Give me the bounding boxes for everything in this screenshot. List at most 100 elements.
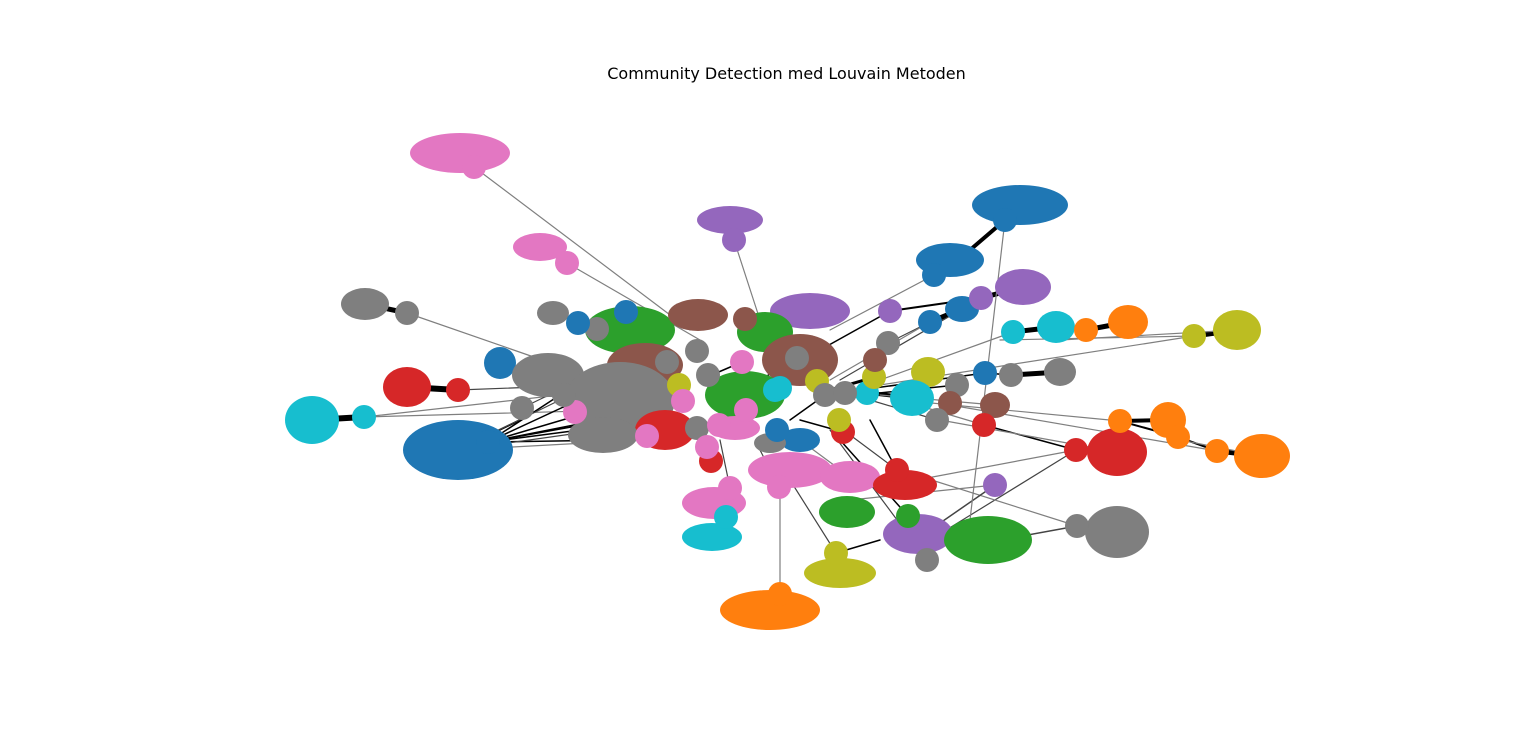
cluster-orange-33: [1234, 434, 1290, 478]
node-brown-33: [863, 348, 887, 372]
node-gray-64: [833, 381, 857, 405]
cluster-cyan-29: [890, 380, 934, 416]
cluster-red-20: [383, 367, 431, 407]
node-gray-44: [685, 416, 709, 440]
node-orange-7: [1074, 318, 1098, 342]
nodes-layer: [352, 155, 1229, 606]
node-blue-26: [476, 430, 500, 454]
edge-53: [899, 399, 1121, 422]
cluster-gray-28: [1044, 358, 1076, 386]
cluster-red-32: [1087, 428, 1147, 476]
node-pink-48: [734, 398, 758, 422]
node-gray-20: [655, 350, 679, 374]
node-brown-34: [938, 391, 962, 415]
node-cyan-25: [352, 405, 376, 429]
node-red-24: [446, 378, 470, 402]
node-orange-40: [1205, 439, 1229, 463]
cluster-blue-45: [780, 428, 820, 452]
edge-36: [819, 310, 891, 351]
clusters-layer: [285, 133, 1290, 630]
cluster-cyan-8: [1037, 311, 1075, 343]
node-pink-49: [707, 413, 731, 437]
node-blue-15: [614, 300, 638, 324]
node-red-36: [972, 413, 996, 437]
cluster-olive-9: [1213, 310, 1261, 350]
cluster-green-38: [819, 496, 875, 528]
node-pink-47: [671, 389, 695, 413]
node-gray-21: [696, 363, 720, 387]
node-pink-0: [462, 155, 486, 179]
edge-2: [733, 239, 761, 321]
node-gray-14: [585, 317, 609, 341]
cluster-purple-1: [697, 206, 763, 234]
node-orange-37: [1108, 409, 1132, 433]
node-pink-3: [555, 251, 579, 275]
cluster-pink-0: [410, 133, 510, 173]
node-pink-18: [730, 350, 754, 374]
node-purple-6: [969, 286, 993, 310]
edge-66: [789, 479, 837, 554]
node-brown-13: [733, 307, 757, 331]
cluster-purple-6: [995, 269, 1051, 305]
cluster-blue-18: [484, 347, 516, 379]
node-cyan-51: [768, 376, 792, 400]
cluster-pink-3: [513, 233, 567, 261]
cluster-purple-10: [770, 293, 850, 329]
node-blue-16: [566, 311, 590, 335]
node-cyan-58: [714, 505, 738, 529]
node-gray-66: [552, 383, 576, 407]
node-gray-4: [395, 301, 419, 325]
node-olive-9: [1182, 324, 1206, 348]
edge-52: [983, 424, 1077, 451]
node-gray-23: [510, 396, 534, 420]
node-cyan-8: [1001, 320, 1025, 344]
cluster-orange-44: [720, 590, 820, 630]
cluster-gray-4: [341, 288, 389, 320]
cluster-orange-7: [1108, 305, 1148, 339]
cluster-gray-42: [1085, 506, 1149, 558]
node-gray-17: [685, 339, 709, 363]
cluster-olive-27: [911, 357, 945, 387]
cluster-green-22: [705, 371, 785, 419]
node-gray-32: [999, 363, 1023, 387]
cluster-gray-11: [537, 301, 569, 325]
node-blue-52: [765, 418, 789, 442]
node-gray-60: [915, 548, 939, 572]
node-pink-46: [635, 424, 659, 448]
cluster-cyan-25: [285, 396, 339, 444]
node-pink-65: [563, 400, 587, 424]
node-orange-38: [1166, 425, 1190, 449]
node-olive-59: [824, 541, 848, 565]
node-olive-42: [827, 408, 851, 432]
node-blue-2: [993, 208, 1017, 232]
node-purple-10: [878, 299, 902, 323]
node-orange-62: [768, 582, 792, 606]
edge-1: [566, 262, 701, 341]
node-blue-5: [922, 263, 946, 287]
edge-0: [473, 166, 691, 331]
cluster-olive-43: [804, 558, 876, 588]
node-pink-45: [695, 435, 719, 459]
node-blue-31: [973, 361, 997, 385]
node-green-57: [896, 504, 920, 528]
node-gray-35: [925, 408, 949, 432]
cluster-brown-30: [980, 392, 1010, 418]
cluster-brown-14: [668, 299, 728, 331]
figure-title: Community Detection med Louvain Metoden: [607, 64, 966, 83]
node-gray-11: [876, 331, 900, 355]
node-pink-54: [767, 475, 791, 499]
node-gray-61: [1065, 514, 1089, 538]
node-gray-63: [813, 383, 837, 407]
cluster-green-41: [944, 516, 1032, 564]
node-gray-30: [945, 373, 969, 397]
node-red-55: [885, 458, 909, 482]
node-purple-56: [983, 473, 1007, 497]
node-purple-1: [722, 228, 746, 252]
cluster-blue-2: [972, 185, 1068, 225]
node-olive-29: [862, 365, 886, 389]
node-blue-12: [918, 310, 942, 334]
cluster-green-13: [585, 306, 675, 354]
cluster-cyan-39: [682, 523, 742, 551]
